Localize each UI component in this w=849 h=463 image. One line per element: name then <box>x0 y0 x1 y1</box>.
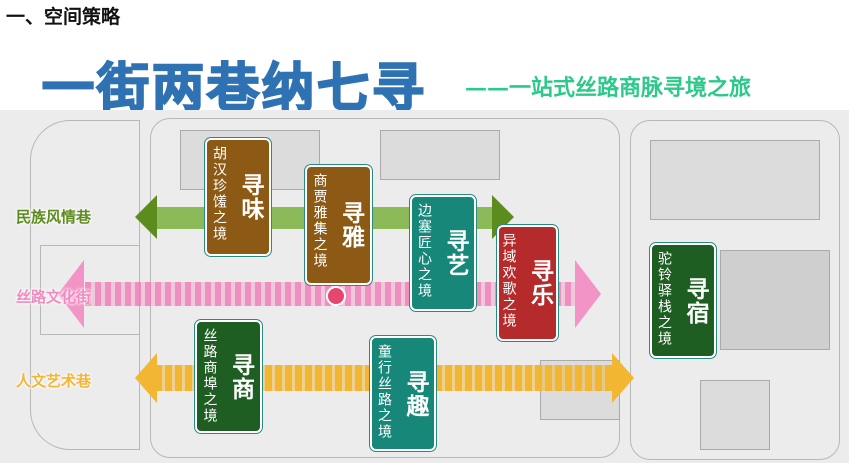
section-title: 一、空间策略 <box>6 6 121 28</box>
building <box>650 140 820 220</box>
card-xunle: 寻乐异域欢歌之境 <box>496 224 559 342</box>
building <box>700 380 770 450</box>
left-arrow-icon <box>58 260 84 328</box>
card-xunyi: 寻艺边塞匠心之境 <box>409 194 477 312</box>
lane-label-ethnic: 民族风情巷 <box>16 208 92 226</box>
right-arrow-icon <box>612 353 634 403</box>
main-title: 一街两巷纳七寻 <box>41 57 428 120</box>
card-xunsu: 寻宿驼铃驿栈之境 <box>649 242 717 359</box>
lane-label-art: 人文艺术巷 <box>16 372 92 390</box>
left-arrow-icon <box>135 353 157 403</box>
east-block-outline <box>630 120 840 460</box>
right-arrow-icon <box>575 260 601 328</box>
card-xunwei: 寻味胡汉珍馐之境 <box>204 137 272 257</box>
lane-label-silk-road: 丝路文化街 <box>16 288 92 306</box>
building <box>380 130 500 180</box>
subtitle: ——一站式丝路商脉寻境之旅 <box>465 75 752 101</box>
card-xunshang: 寻商丝路商埠之境 <box>194 319 263 434</box>
left-arrow-icon <box>135 195 157 239</box>
card-xunqu: 寻趣童行丝路之境 <box>369 335 437 452</box>
building <box>720 250 830 350</box>
card-xunya: 寻雅商贾雅集之境 <box>304 164 373 286</box>
site-plan-map: 民族风情巷 丝路文化街 人文艺术巷 寻味胡汉珍馐之境 寻雅商贾雅集之境 寻艺边塞… <box>0 110 849 463</box>
center-node-icon <box>326 286 346 306</box>
